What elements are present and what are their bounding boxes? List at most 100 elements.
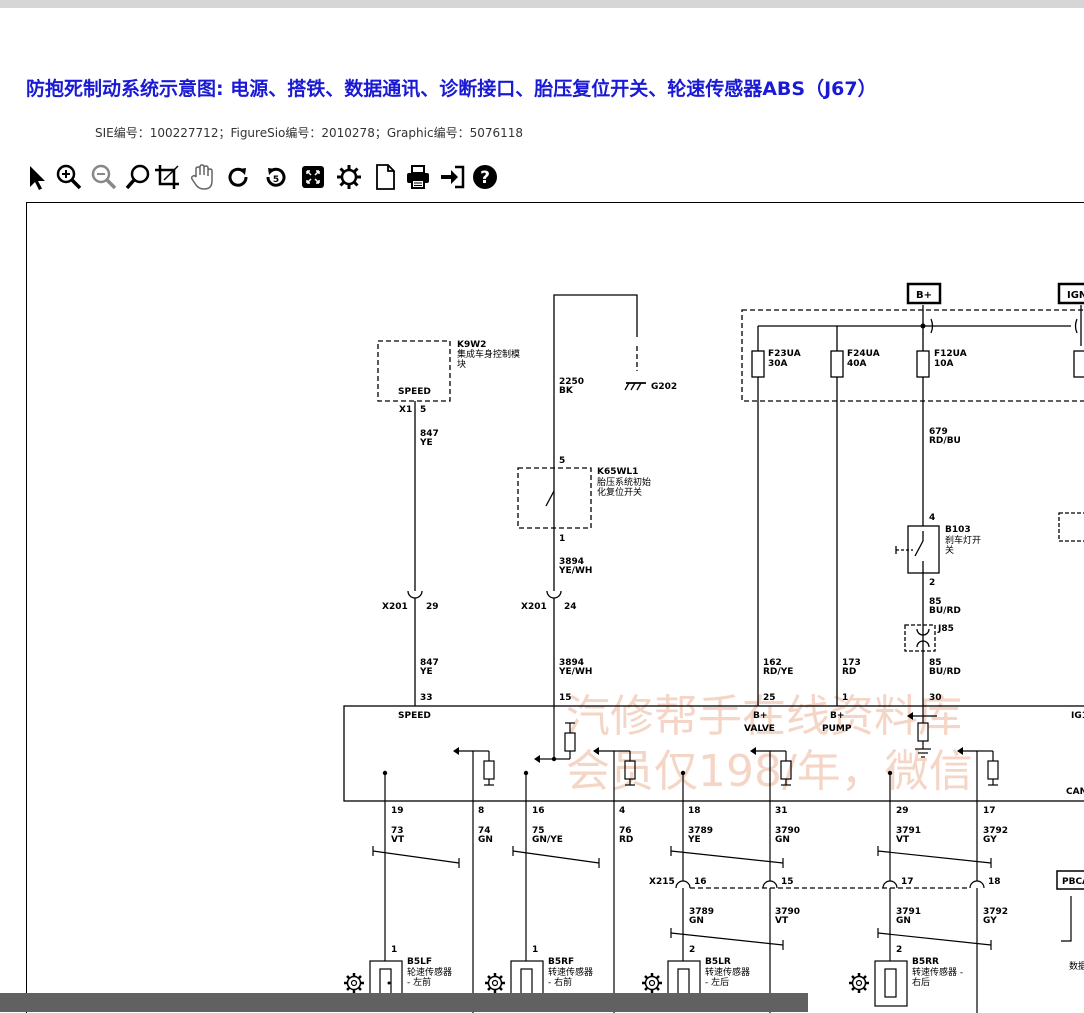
pan-hand-icon[interactable] xyxy=(187,160,217,194)
wire-color: YE/WH xyxy=(558,667,592,677)
x215-pin: 17 xyxy=(901,877,914,887)
module-pin: 30 xyxy=(929,693,942,703)
settings-icon[interactable] xyxy=(334,160,364,194)
sensor-desc: - 右前 xyxy=(548,976,572,988)
module-pin: 33 xyxy=(420,693,433,703)
sensor-desc: 转速传感器 xyxy=(548,966,593,978)
k65-desc: 胎压系统初始 xyxy=(597,476,651,488)
b103-desc: 关 xyxy=(945,544,954,556)
module-pin: 17 xyxy=(983,806,996,816)
wire-color: VT xyxy=(775,916,789,926)
module-pin: 15 xyxy=(559,693,572,703)
wire-number: 3790 xyxy=(775,907,800,917)
fuse-rating: 30A xyxy=(768,359,788,369)
k65-pin-bottom: 1 xyxy=(559,534,565,544)
x215-pin: 16 xyxy=(694,877,707,887)
sensor-pin: 2 xyxy=(896,945,902,955)
sensor-pin: 1 xyxy=(532,945,538,955)
x215-label: X215 xyxy=(649,877,675,887)
module-pin: 1 xyxy=(842,693,848,703)
fit-icon[interactable] xyxy=(298,160,328,194)
wire-color: VT xyxy=(896,835,910,845)
module-pin: 16 xyxy=(532,806,545,816)
k65-pin-top: 5 xyxy=(559,456,565,466)
wiring-diagram: 汽修帮手在线资料库 会员仅198/年，微信 xyxy=(342,282,1084,1013)
module-pin: 18 xyxy=(688,806,701,816)
fuse-name: F23UA xyxy=(768,349,801,359)
horizontal-scrollbar[interactable] xyxy=(0,993,808,1012)
reset-icon[interactable]: 5 xyxy=(261,160,291,194)
b103-id: B103 xyxy=(945,525,971,535)
module-pin: 4 xyxy=(619,806,625,816)
wire-color: YE xyxy=(419,667,433,677)
k65-id: K65WL1 xyxy=(597,467,638,477)
watermark-line-1: 汽修帮手在线资料库 xyxy=(566,691,962,742)
j85-label: J85 xyxy=(937,624,954,634)
wire-number: 3894 xyxy=(559,658,584,668)
wire-color: GN/YE xyxy=(532,835,563,845)
module-pin: 19 xyxy=(391,806,404,816)
sensor-desc: 右后 xyxy=(912,976,930,988)
top-scroll-bar xyxy=(0,0,1084,8)
wire-color: YE/WH xyxy=(558,566,592,576)
wire-color: YE xyxy=(419,438,433,448)
wire-color: GN xyxy=(478,835,493,845)
sensor-pin: 2 xyxy=(689,945,695,955)
wheel-gear-icon xyxy=(847,971,871,995)
x201-label: X201 xyxy=(521,602,547,612)
wheel-gear-icon xyxy=(640,971,664,995)
k9w2-desc: 块 xyxy=(457,358,466,370)
wheel-gear-icon xyxy=(483,971,507,995)
zoom-in-icon[interactable] xyxy=(54,160,84,194)
module-pin: 25 xyxy=(763,693,776,703)
sensor-id: B5LF xyxy=(407,957,432,967)
sensor-desc: - 左后 xyxy=(705,976,729,988)
k9w2-pin: 5 xyxy=(420,405,426,415)
wire-color: BU/RD xyxy=(929,606,961,616)
k9w2-pin-label: SPEED xyxy=(398,387,431,397)
x215-pin: 15 xyxy=(781,877,794,887)
export-icon[interactable] xyxy=(437,160,467,194)
wire-color: RD/YE xyxy=(763,667,793,677)
x201-pin: 29 xyxy=(426,602,439,612)
ign-label: IGN xyxy=(1067,290,1084,301)
module-label-ig: IG1 xyxy=(1071,711,1084,721)
wire-number: 74 xyxy=(478,826,491,836)
wire-color: RD xyxy=(619,835,633,845)
select-icon[interactable] xyxy=(24,160,54,194)
wire-number: 679 xyxy=(929,427,948,437)
help-icon[interactable]: ? xyxy=(470,160,500,194)
wire-number: 73 xyxy=(391,826,404,836)
print-icon[interactable] xyxy=(403,160,433,194)
module-label-bpump: PUMP xyxy=(822,724,852,734)
crop-icon[interactable] xyxy=(152,160,182,194)
wire-color: RD/BU xyxy=(929,436,961,446)
b103-desc: 刹车灯开 xyxy=(945,534,981,546)
sensor-desc: - 左前 xyxy=(407,976,431,988)
wire-color: GN xyxy=(689,916,704,926)
wire-color: BK xyxy=(559,386,574,396)
wire-color: YE xyxy=(687,835,701,845)
page-title: 防抱死制动系统示意图: 电源、搭铁、数据通讯、诊断接口、胎压复位开关、轮速传感器… xyxy=(26,78,877,100)
g202-label: G202 xyxy=(651,382,677,392)
wire-number: 3790 xyxy=(775,826,800,836)
wire-color: RD xyxy=(842,667,856,677)
pbca-label: PBCA xyxy=(1062,877,1084,887)
wire-color: VT xyxy=(391,835,405,845)
wire-number: 75 xyxy=(532,826,545,836)
fuse-name: F24UA xyxy=(847,349,880,359)
zoom-area-icon[interactable] xyxy=(124,160,154,194)
page-icon[interactable] xyxy=(370,160,400,194)
rotate-icon[interactable] xyxy=(223,160,253,194)
wire-number: 3789 xyxy=(689,907,714,917)
wire-number: 847 xyxy=(420,658,439,668)
zoom-out-icon[interactable] xyxy=(89,160,119,194)
fuse-rating: 40A xyxy=(847,359,867,369)
svg-text:?: ? xyxy=(480,168,490,188)
pbca-note: 数据 xyxy=(1069,960,1084,972)
wire-color: GY xyxy=(983,916,997,926)
x201-label: X201 xyxy=(382,602,408,612)
wiring-diagram-canvas[interactable]: 汽修帮手在线资料库 会员仅198/年，微信 xyxy=(26,202,1084,1013)
wire-number: 3791 xyxy=(896,907,921,917)
sensor-desc: 轮速传感器 xyxy=(407,966,452,978)
